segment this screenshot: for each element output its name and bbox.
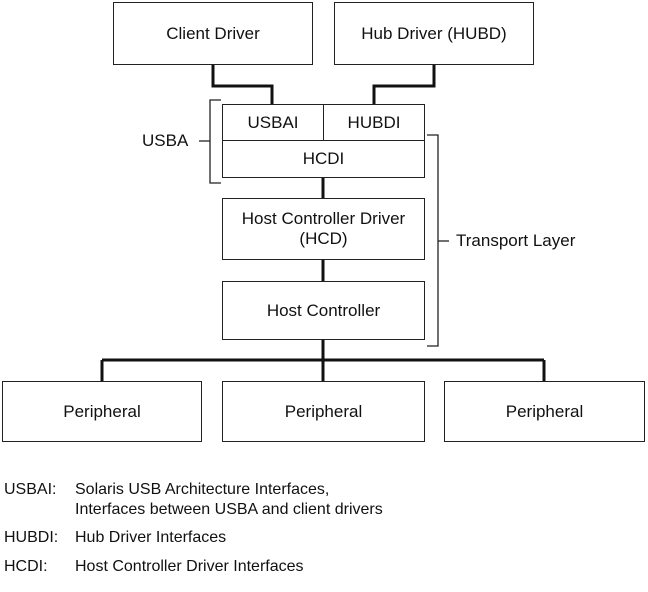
legend-desc-hcdi: Host Controller Driver Interfaces — [75, 558, 304, 575]
hubdi-label: HUBDI — [347, 112, 401, 132]
usba-bracket — [209, 99, 221, 184]
host-controller-label: Host Controller — [266, 300, 381, 320]
legend-item-hcdi: HCDI: Host Controller Driver Interfaces — [4, 557, 644, 577]
legend-abbr-hubdi: HUBDI: — [4, 529, 59, 546]
connector-hub-hubdi — [372, 65, 436, 104]
client-driver-box: Client Driver — [113, 2, 313, 65]
peripheral-label-3: Peripheral — [505, 401, 584, 421]
legend-abbr-usbai: USBAI: — [4, 481, 57, 498]
hcd-box: Host Controller Driver (HCD) — [222, 198, 425, 260]
peripheral-box-3: Peripheral — [444, 381, 645, 442]
transport-layer-label: Transport Layer — [456, 231, 576, 250]
legend-item-usbai: USBAI: Solaris USB Architecture Interfac… — [4, 480, 644, 520]
legend-desc-usbai-line1: Solaris USB Architecture Interfaces, — [75, 481, 330, 498]
host-controller-box: Host Controller — [222, 281, 425, 340]
hcdi-box: HCDI — [222, 140, 425, 178]
peripheral-label-1: Peripheral — [63, 401, 141, 421]
hcdi-label: HCDI — [302, 149, 345, 168]
hcd-label-line2: (HCD) — [299, 229, 348, 248]
usbai-box: USBAI — [222, 104, 324, 141]
connector-client-usbai — [211, 65, 274, 104]
hubdi-box: HUBDI — [323, 104, 425, 141]
legend-desc-usbai-line2: Interfaces between USBA and client drive… — [75, 501, 383, 518]
usba-label: USBA — [142, 131, 189, 150]
hcd-label-line1: Host Controller Driver — [241, 209, 406, 228]
usbai-label: USBAI — [247, 112, 299, 132]
hub-driver-box: Hub Driver (HUBD) — [334, 2, 534, 65]
hub-driver-label: Hub Driver (HUBD) — [361, 23, 507, 43]
peripheral-box-2: Peripheral — [222, 381, 425, 442]
legend-abbr-hcdi: HCDI: — [4, 558, 48, 575]
legend-item-hubdi: HUBDI: Hub Driver Interfaces — [4, 528, 644, 548]
transport-layer-bracket — [427, 134, 439, 347]
peripheral-box-1: Peripheral — [2, 381, 202, 442]
legend-desc-hubdi: Hub Driver Interfaces — [75, 529, 227, 546]
peripheral-label-2: Peripheral — [284, 401, 363, 421]
client-driver-label: Client Driver — [166, 23, 260, 43]
